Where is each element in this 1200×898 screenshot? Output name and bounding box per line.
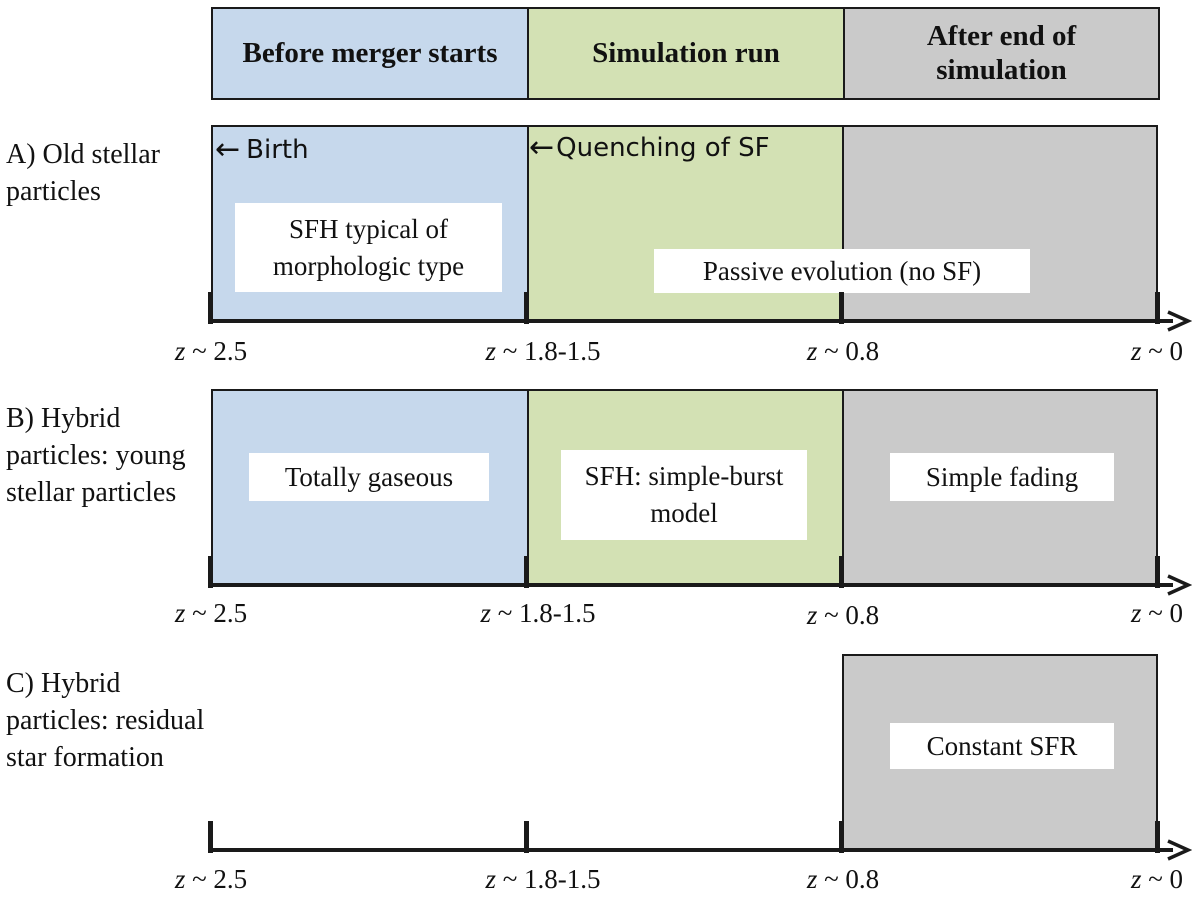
row-a-tick-0: [1155, 292, 1160, 324]
sfh-typical-box: SFH typical of morphologic type: [235, 203, 502, 292]
simple-fading-box: Simple fading: [890, 453, 1114, 501]
row-b-axis-arrowhead-icon: [1167, 574, 1192, 596]
row-b-z-label-2-5: z ~ 2.5: [174, 598, 248, 628]
totally-gaseous-box: Totally gaseous: [249, 453, 489, 501]
row-a-tick-2-5: [208, 292, 213, 324]
row-a-z-label-0: z ~ 0: [1130, 336, 1184, 366]
row-c-z-label-1-8: z ~ 1.8-1.5: [485, 864, 601, 894]
header-simulation-run-label: Simulation run: [592, 36, 780, 69]
row-b-tick-0-8: [839, 556, 844, 588]
row-b-axis-line: [209, 583, 1173, 587]
left-arrow-icon: ←: [529, 130, 555, 165]
quenching-label: Quenching of SF: [556, 132, 770, 163]
birth-marker: ← Birth: [215, 132, 309, 167]
left-arrow-icon: ←: [215, 132, 241, 167]
row-b-z-label-0-8: z ~ 0.8: [806, 600, 880, 630]
row-c-z-label-2-5: z ~ 2.5: [174, 864, 248, 894]
row-c-tick-1-8: [524, 821, 529, 853]
row-c-tick-0-8: [839, 821, 844, 853]
row-a-tick-1-8: [524, 292, 529, 324]
row-c-tick-0: [1155, 821, 1160, 853]
row-c-label: C) Hybrid particles: residual star forma…: [6, 668, 205, 774]
row-c-z-label-0: z ~ 0: [1130, 864, 1184, 894]
row-b-z-label-1-8: z ~ 1.8-1.5: [480, 598, 596, 628]
quenching-marker: ← Quenching of SF: [529, 130, 770, 165]
header-after-simulation-label: After end of simulation: [926, 20, 1077, 86]
row-c-axis-line: [209, 848, 1173, 852]
row-a-axis-arrowhead-icon: [1167, 310, 1192, 332]
row-c-z-label-0-8: z ~ 0.8: [806, 864, 880, 894]
row-b-tick-2-5: [208, 556, 213, 588]
birth-label: Birth: [246, 134, 309, 165]
simple-burst-box: SFH: simple-burst model: [561, 450, 807, 540]
header-simulation-run: Simulation run: [527, 7, 845, 100]
row-a-label: A) Old stellar particles: [6, 139, 160, 208]
row-a-z-label-2-5: z ~ 2.5: [174, 336, 248, 366]
header-before-merger-label: Before merger starts: [242, 36, 498, 69]
row-b-tick-0: [1155, 556, 1160, 588]
header-after-simulation: After end of simulation: [843, 7, 1160, 100]
row-a-z-label-1-8: z ~ 1.8-1.5: [485, 336, 601, 366]
row-c-tick-2-5: [208, 821, 213, 853]
row-a-tick-0-8: [839, 292, 844, 324]
row-a-after-segment: [842, 125, 1158, 323]
row-a-axis-line: [209, 319, 1173, 323]
row-b-label: B) Hybrid particles: young stellar parti…: [6, 403, 186, 509]
passive-evolution-box: Passive evolution (no SF): [654, 249, 1030, 293]
row-b-z-label-0: z ~ 0: [1130, 598, 1184, 628]
header-before-merger: Before merger starts: [211, 7, 529, 100]
row-c-axis-arrowhead-icon: [1167, 839, 1192, 861]
row-b-tick-1-8: [524, 556, 529, 588]
row-a-z-label-0-8: z ~ 0.8: [806, 336, 880, 366]
constant-sfr-box: Constant SFR: [890, 723, 1114, 769]
